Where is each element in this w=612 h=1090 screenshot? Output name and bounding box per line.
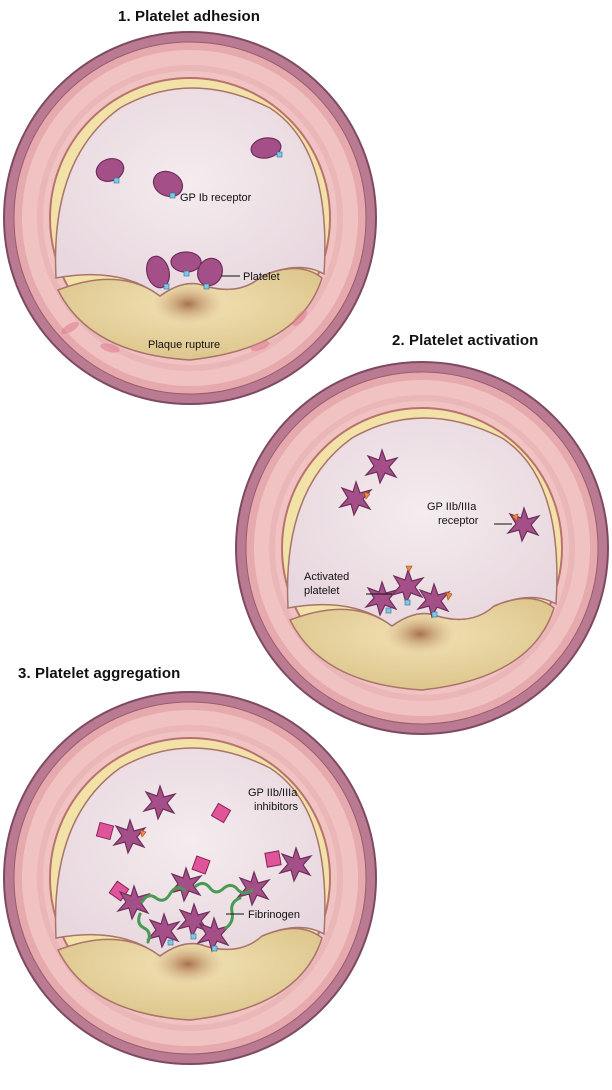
receptor-icon	[114, 178, 119, 183]
receptor-icon	[184, 271, 189, 276]
receptor-icon	[405, 600, 410, 605]
receptor-icon	[212, 946, 217, 951]
panel-1-title: 1. Platelet adhesion	[118, 8, 260, 25]
vessel-2: GP IIb/IIIa receptor Activated platelet	[232, 358, 612, 738]
receptor-icon	[277, 152, 282, 157]
gp-iib-iiia-receptor-label-line1: GP IIb/IIIa	[427, 501, 477, 513]
activated-platelet-label-line1: Activated	[304, 571, 349, 583]
vessel-1: Platelet GP Ib receptor Plaque rupture	[0, 28, 380, 408]
receptor-icon	[386, 608, 391, 613]
platelet-label: Platelet	[243, 271, 280, 283]
receptor-icon	[164, 284, 169, 289]
receptor-icon	[170, 193, 175, 198]
gp-iib-iiia-inhibitors-label-line2: inhibitors	[254, 801, 299, 813]
gp-iib-iiia-receptor-label-line2: receptor	[438, 515, 479, 527]
gp-ib-receptor-label: GP Ib receptor	[180, 192, 252, 204]
panel-2-title: 2. Platelet activation	[392, 332, 538, 349]
plaque-rupture-label: Plaque rupture	[148, 339, 220, 351]
receptor-icon	[191, 934, 196, 939]
inhibitor-icon	[265, 851, 281, 867]
receptor-icon	[168, 940, 173, 945]
fibrinogen-label: Fibrinogen	[248, 909, 300, 921]
activated-platelet-label-line2: platelet	[304, 585, 339, 597]
gp-iib-iiia-inhibitors-label-line1: GP IIb/IIIa	[248, 787, 298, 799]
vessel-3: Fibrinogen GP IIb/IIIa inhibitors	[0, 688, 380, 1068]
inhibitor-icon	[96, 822, 113, 839]
panel-3-title: 3. Platelet aggregation	[18, 665, 180, 682]
receptor-icon	[204, 284, 209, 289]
receptor-icon	[432, 612, 437, 617]
